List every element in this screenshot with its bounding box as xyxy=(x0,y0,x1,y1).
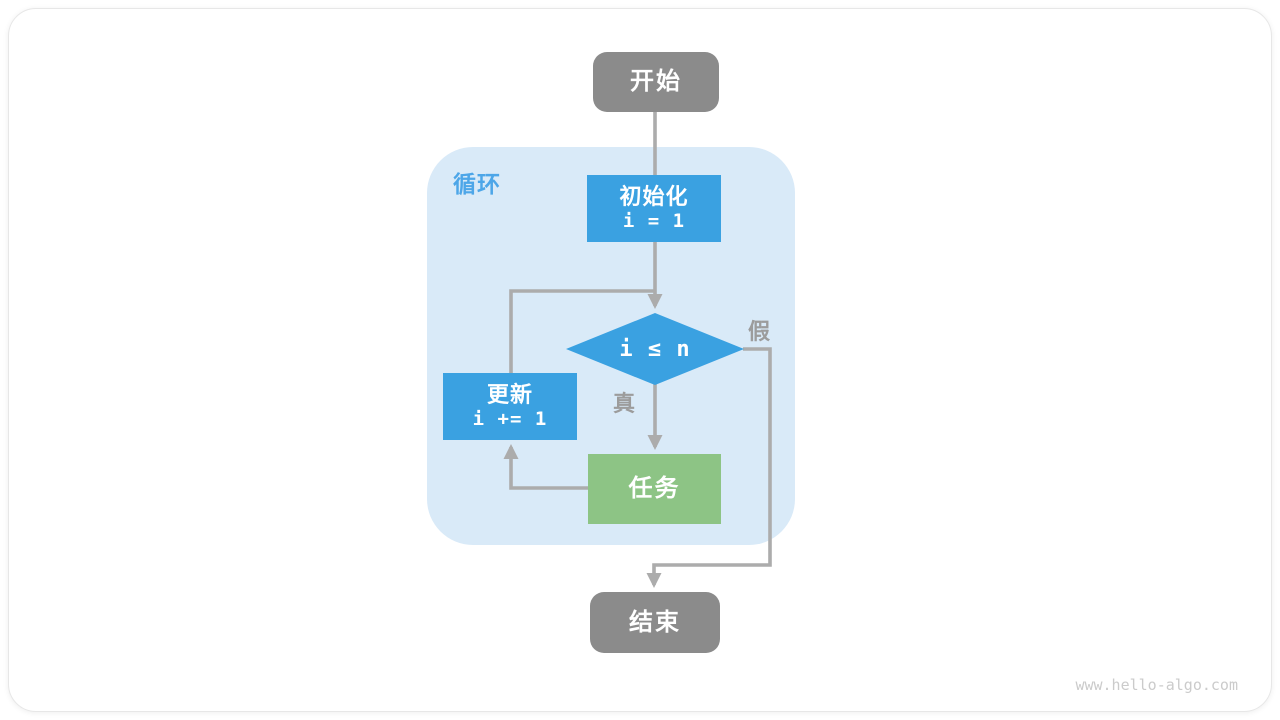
watermark-text: www.hello-algo.com xyxy=(1075,676,1238,694)
task-node-label: 任务 xyxy=(628,475,681,502)
init-node-code: i = 1 xyxy=(622,210,686,233)
init-node-label: 初始化 xyxy=(619,183,689,209)
edge-task-to-update xyxy=(503,443,588,490)
start-node-label: 开始 xyxy=(630,68,682,95)
start-node: 开始 xyxy=(593,52,719,112)
end-node: 结束 xyxy=(590,592,720,653)
edge-condition-false-to-end xyxy=(646,347,772,589)
condition-node-code: i ≤ n xyxy=(619,336,691,362)
task-node: 任务 xyxy=(588,454,721,524)
init-node: 初始化 i = 1 xyxy=(587,175,721,242)
loop-region-label: 循环 xyxy=(453,171,501,197)
update-node: 更新 i += 1 xyxy=(443,373,577,440)
branch-label-false: 假 xyxy=(748,319,771,344)
update-node-label: 更新 xyxy=(486,381,533,407)
end-node-label: 结束 xyxy=(629,608,681,636)
edge-update-loopback xyxy=(509,289,655,374)
update-node-code: i += 1 xyxy=(472,408,548,431)
branch-label-true: 真 xyxy=(613,391,636,416)
